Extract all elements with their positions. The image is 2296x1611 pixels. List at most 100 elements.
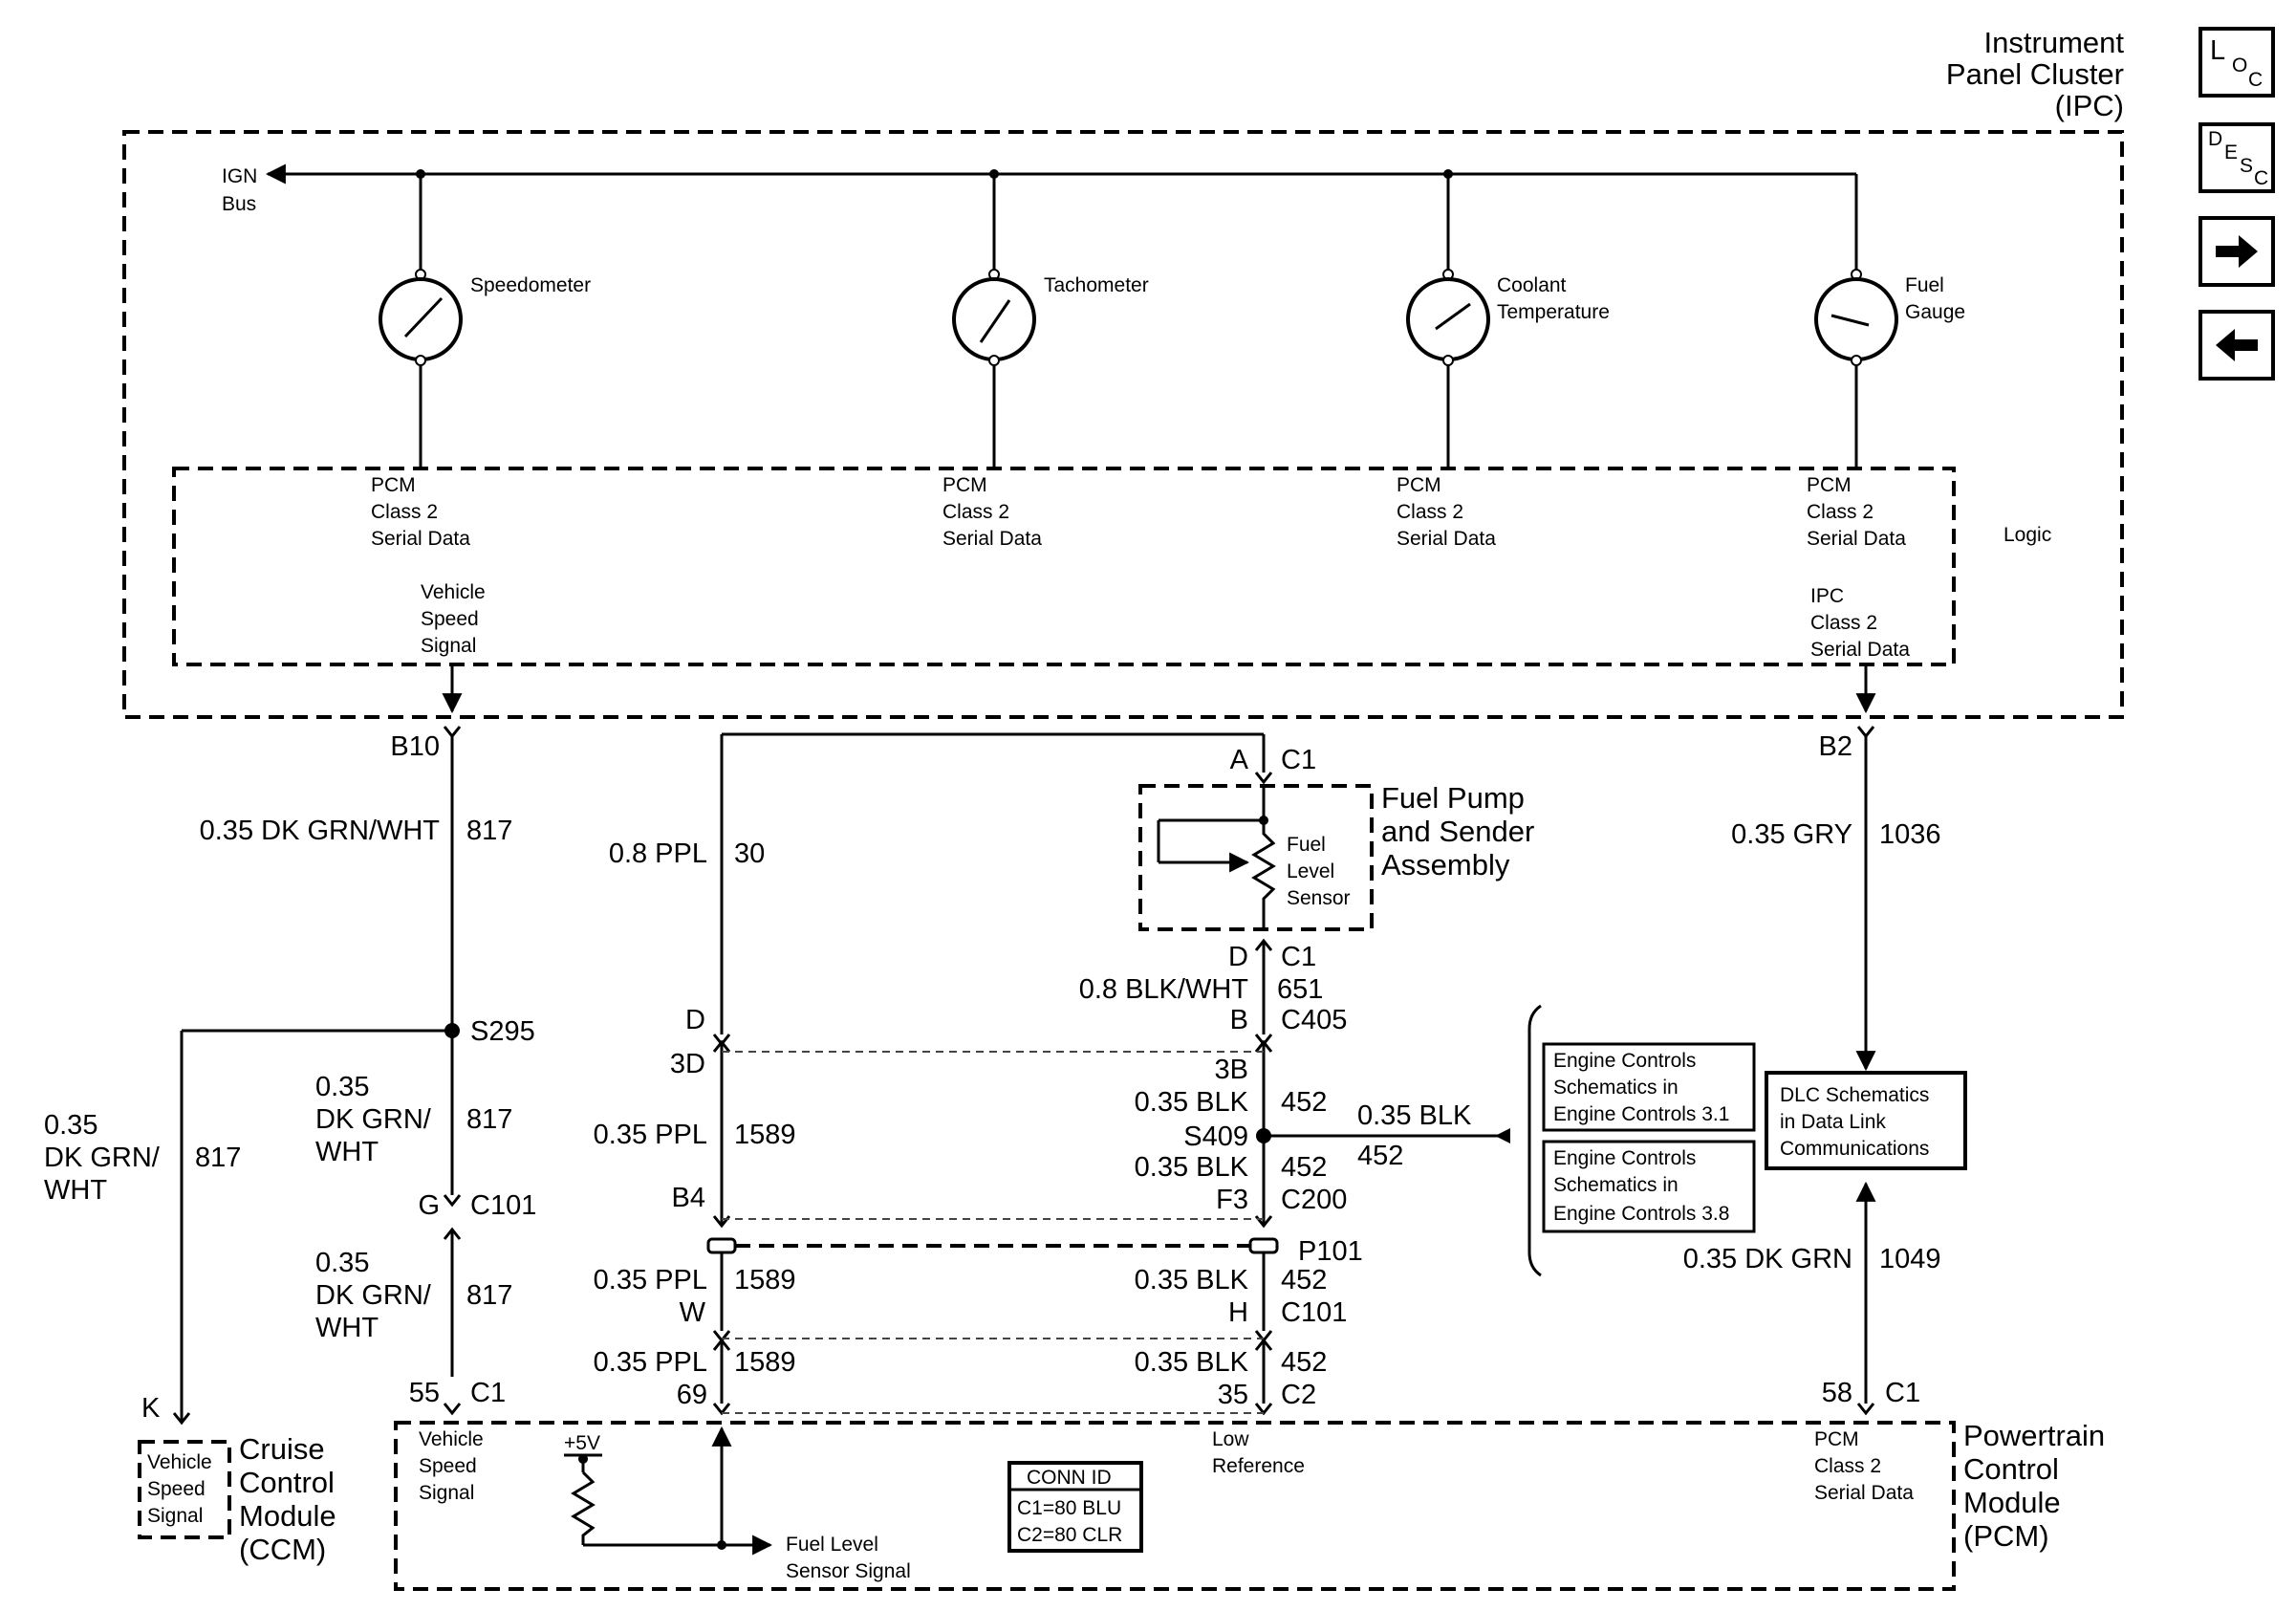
- pull-up-resistor: [571, 1470, 596, 1545]
- wire-817-number: 817: [466, 816, 512, 846]
- svg-text:PCM: PCM: [1397, 474, 1441, 496]
- description-button[interactable]: D E S C: [2199, 122, 2275, 193]
- svg-text:E: E: [2224, 142, 2238, 163]
- conn-id-table: CONN ID C1=80 BLU C2=80 CLR: [1007, 1461, 1143, 1553]
- wire-817-low-number: 817: [466, 1280, 512, 1311]
- fuel-level-sensor[interactable]: [1157, 786, 1276, 929]
- wire-452-branch-gauge: 0.35 BLK: [1357, 1100, 1472, 1131]
- arrow-right-icon: [2216, 235, 2258, 268]
- pin-k: K: [141, 1393, 161, 1424]
- engine-controls-3-8-link[interactable]: Engine Controls Schematics in Engine Con…: [1542, 1140, 1756, 1233]
- wire-1589-gauge-2: 0.35 PPL: [594, 1265, 707, 1295]
- location-button[interactable]: L O C: [2199, 27, 2275, 98]
- svg-text:PCM: PCM: [1807, 474, 1852, 496]
- svg-text:Speed: Speed: [421, 608, 479, 630]
- pcm-serial-label-1: PCM Class 2 Serial Data: [371, 474, 470, 550]
- powertrain-control-module: [394, 1421, 1956, 1591]
- wire-452-number: 452: [1281, 1087, 1327, 1118]
- pin-f3: F3: [1216, 1185, 1248, 1215]
- wire-1036[interactable]: [1855, 726, 1876, 1072]
- wire-1589[interactable]: [712, 1018, 731, 1416]
- svg-text:in Data Link: in Data Link: [1780, 1111, 1886, 1133]
- svg-text:Serial Data: Serial Data: [371, 528, 470, 550]
- svg-text:DLC Schematics: DLC Schematics: [1780, 1084, 1929, 1106]
- arrow-left-icon: [2216, 329, 2258, 361]
- wire-651-number: 651: [1277, 974, 1323, 1005]
- svg-text:C1=80 BLU: C1=80 BLU: [1017, 1497, 1121, 1519]
- dlc-schematics-link[interactable]: DLC Schematics in Data Link Communicatio…: [1765, 1071, 1967, 1170]
- wire-1049[interactable]: [1855, 1181, 1876, 1416]
- svg-text:PCM: PCM: [942, 474, 987, 496]
- wire-651-gauge: 0.8 BLK/WHT: [1079, 974, 1249, 1005]
- ccm-title-1: Cruise: [239, 1432, 325, 1466]
- pin-d-top: D: [1228, 942, 1248, 972]
- engine-controls-3-1-link[interactable]: Engine Controls Schematics in Engine Con…: [1542, 1042, 1756, 1132]
- svg-text:Signal: Signal: [421, 635, 476, 657]
- ccm-signal-label-1: Vehicle: [147, 1451, 212, 1473]
- svg-text:C: C: [2254, 167, 2268, 189]
- pin-h: H: [1228, 1297, 1248, 1328]
- wire-817-mid-gauge-3: WHT: [315, 1137, 379, 1167]
- wire-817[interactable]: [443, 726, 462, 1416]
- svg-text:D: D: [2208, 128, 2222, 150]
- ipc-title-1: Instrument: [1984, 26, 2125, 59]
- pin-58: 58: [1822, 1378, 1852, 1408]
- pcm-5v-label: +5V: [564, 1432, 600, 1454]
- logic-label: Logic: [2004, 524, 2051, 546]
- wire-1589-number: 1589: [734, 1120, 796, 1150]
- ccm-title-2: Control: [239, 1466, 335, 1499]
- ccm-branch-number: 817: [195, 1143, 241, 1173]
- wire-1036-gauge: 0.35 GRY: [1731, 819, 1852, 850]
- pin-b2: B2: [1819, 731, 1852, 762]
- splice-s295-label: S295: [470, 1016, 535, 1047]
- connector-c101: C101: [1281, 1297, 1347, 1328]
- speedometer: Speedometer: [379, 174, 591, 468]
- wire-452-branch-number: 452: [1357, 1141, 1403, 1171]
- pcm-serial-label-bottom-2: Class 2: [1814, 1455, 1881, 1477]
- ccm-title-4: (CCM): [239, 1533, 326, 1566]
- svg-text:Class 2: Class 2: [942, 501, 1009, 523]
- connector-c1-a: C1: [1281, 745, 1316, 775]
- svg-text:O: O: [2232, 54, 2247, 76]
- pin-d-left: D: [685, 1005, 705, 1035]
- svg-text:Class 2: Class 2: [371, 501, 438, 523]
- ign-bus-label: IGN: [222, 165, 257, 187]
- wire-30-number: 30: [734, 838, 765, 869]
- forward-button[interactable]: [2199, 216, 2275, 287]
- fuel-level-signal-label-2: Sensor Signal: [786, 1560, 911, 1582]
- low-reference-label-2: Reference: [1212, 1455, 1305, 1477]
- svg-text:IPC: IPC: [1810, 585, 1844, 607]
- wire-651-452[interactable]: [1254, 938, 1273, 1416]
- pcm-vss-label-1: Vehicle: [419, 1428, 484, 1450]
- pcm-title-4: (PCM): [1963, 1519, 2049, 1553]
- fuel-sensor-label-3: Sensor: [1287, 887, 1351, 909]
- wire-817-gauge: 0.35 DK GRN/WHT: [200, 816, 441, 846]
- wire-1589-gauge: 0.35 PPL: [594, 1120, 707, 1150]
- wire-1049-gauge: 0.35 DK GRN: [1683, 1244, 1852, 1274]
- svg-text:Engine Controls: Engine Controls: [1553, 1050, 1696, 1072]
- svg-text:S: S: [2240, 155, 2253, 177]
- ccm-branch-gauge-3: WHT: [44, 1175, 107, 1206]
- splice-s409-label: S409: [1183, 1121, 1248, 1152]
- wire-1589-number-3: 1589: [734, 1347, 796, 1378]
- wire-1049-number: 1049: [1879, 1244, 1941, 1274]
- cruise-control-module: [138, 1440, 231, 1539]
- wire-817-low-gauge-3: WHT: [315, 1313, 379, 1343]
- wire-452-number-2: 452: [1281, 1152, 1327, 1183]
- wire-452-gauge-4: 0.35 BLK: [1135, 1347, 1249, 1378]
- pcm-serial-label-bottom-3: Serial Data: [1814, 1482, 1914, 1504]
- fuel-gauge: Fuel Gauge: [1814, 269, 1965, 468]
- svg-text:L: L: [2210, 35, 2225, 66]
- pcm-vss-label-2: Speed: [419, 1455, 477, 1477]
- back-button[interactable]: [2199, 310, 2275, 381]
- ipc-vehicle-speed-label: Vehicle Speed Signal: [421, 581, 486, 657]
- pin-3d: 3D: [670, 1049, 705, 1079]
- wire-30[interactable]: [720, 732, 1273, 1018]
- ccm-branch-gauge-1: 0.35: [44, 1110, 97, 1141]
- pin-3b: 3B: [1215, 1055, 1248, 1085]
- svg-text:Engine Controls: Engine Controls: [1553, 1147, 1696, 1169]
- fuel-pump-sender-assembly: [1138, 784, 1374, 931]
- ccm-branch-gauge-2: DK GRN/: [44, 1143, 161, 1173]
- svg-text:Schematics in: Schematics in: [1553, 1077, 1679, 1099]
- wire-30-gauge: 0.8 PPL: [609, 838, 707, 869]
